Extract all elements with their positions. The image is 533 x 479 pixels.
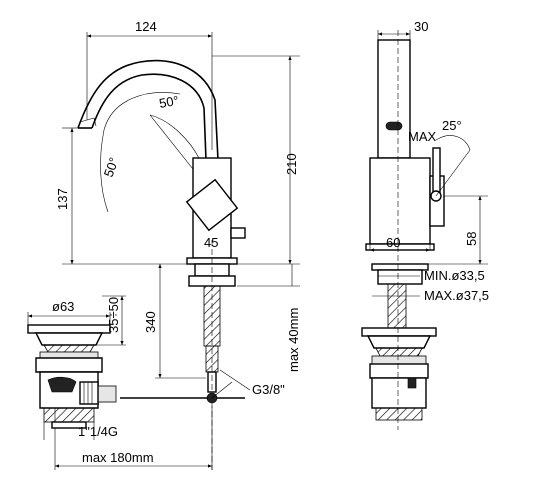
faucet-side-view bbox=[361, 30, 445, 430]
dim-lever-tilt: 25° bbox=[442, 118, 462, 133]
dim-waste-thread: 1"1/4G bbox=[78, 424, 118, 439]
dim-spout-arc: 50° bbox=[158, 93, 180, 111]
dim-body-width-side: 30 bbox=[414, 19, 428, 34]
dim-body-depth-side: 60 bbox=[386, 235, 400, 250]
dim-height-total: 210 bbox=[284, 153, 299, 175]
waste-rod-nut bbox=[79, 381, 99, 405]
front-dimensions: 124 210 137 50° 50° 45 340 max 40mm G3/8… bbox=[54, 19, 301, 470]
dim-lever-max: MAX bbox=[408, 129, 437, 144]
pop-up-waste bbox=[27, 324, 117, 429]
dim-lever-height: 58 bbox=[464, 232, 479, 246]
side-dimensions: 30 25° MAX 60 58 MIN.ø33,5 MAX.ø37,5 bbox=[369, 19, 489, 303]
dim-spout-reach: 124 bbox=[135, 19, 157, 34]
lever-side bbox=[432, 147, 441, 195]
spout-outer bbox=[77, 59, 219, 161]
dim-lever-angle: 50° bbox=[101, 155, 122, 179]
dim-spout-height: 137 bbox=[55, 188, 70, 210]
spout-side bbox=[377, 39, 411, 159]
dim-body-width: 45 bbox=[204, 235, 218, 250]
body-side bbox=[369, 157, 431, 245]
waste-dimensions: ø63 35÷50 1"1/4G bbox=[27, 295, 126, 440]
dim-hole-min: MIN.ø33,5 bbox=[424, 268, 485, 283]
dim-waste-height: 35÷50 bbox=[106, 297, 121, 333]
lever-handle bbox=[185, 178, 239, 232]
dim-deck-thickness: max 40mm bbox=[286, 308, 301, 372]
dim-hole-max: MAX.ø37,5 bbox=[424, 288, 489, 303]
spout-inner bbox=[91, 73, 207, 161]
faucet-front-view bbox=[77, 59, 246, 470]
dim-waste-diameter: ø63 bbox=[52, 299, 74, 314]
dim-rod-length: max 180mm bbox=[82, 450, 154, 465]
dim-thread: G3/8" bbox=[252, 382, 285, 397]
dim-tail-length: 340 bbox=[143, 311, 158, 333]
